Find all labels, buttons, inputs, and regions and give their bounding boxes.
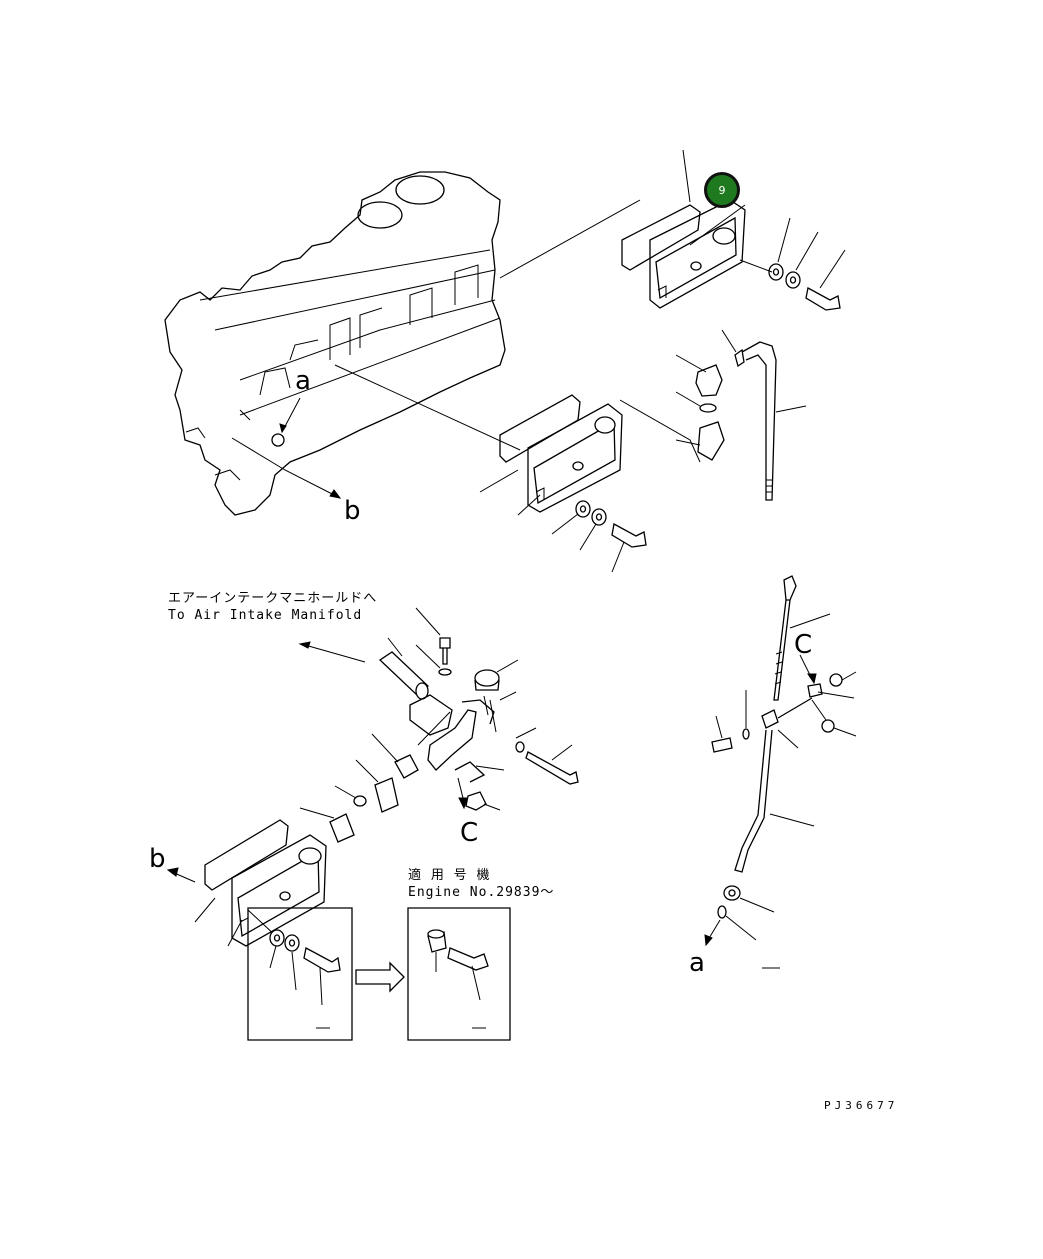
ref-letter-c-mid: C <box>460 818 479 848</box>
transition-arrow <box>355 961 405 993</box>
hose-assembly <box>298 607 579 843</box>
ref-letter-b-top: b <box>344 496 361 526</box>
ref-letter-c-right: C <box>794 630 813 660</box>
applicable-label-jp: 適 用 号 機 <box>408 868 491 883</box>
new-parts-box <box>407 907 511 1041</box>
middle-cover-assembly <box>334 364 647 573</box>
applicable-label-en: Engine No.29839～ <box>408 885 555 900</box>
part-callout-marker[interactable]: 9 <box>704 172 740 208</box>
part-callout-number: 9 <box>718 183 726 197</box>
old-parts-box <box>247 907 353 1041</box>
ref-letter-b-left: b <box>149 844 166 874</box>
drawing-code: PJ36677 <box>824 1099 899 1112</box>
reference-leaders-top <box>231 397 342 499</box>
top-washers-bolt <box>739 217 846 311</box>
top-cover-assembly <box>499 149 746 309</box>
ref-letter-a-bottom: a <box>689 948 705 978</box>
ref-letter-a-top: a <box>295 366 311 396</box>
manifold-label-jp: エアーインテークマニホールドへ <box>168 591 378 606</box>
lower-cover-assembly <box>166 819 327 947</box>
manifold-label-en: To Air Intake Manifold <box>168 608 363 623</box>
breather-assembly <box>619 329 807 501</box>
dipstick-assembly <box>704 575 857 969</box>
engine-block <box>164 171 506 516</box>
